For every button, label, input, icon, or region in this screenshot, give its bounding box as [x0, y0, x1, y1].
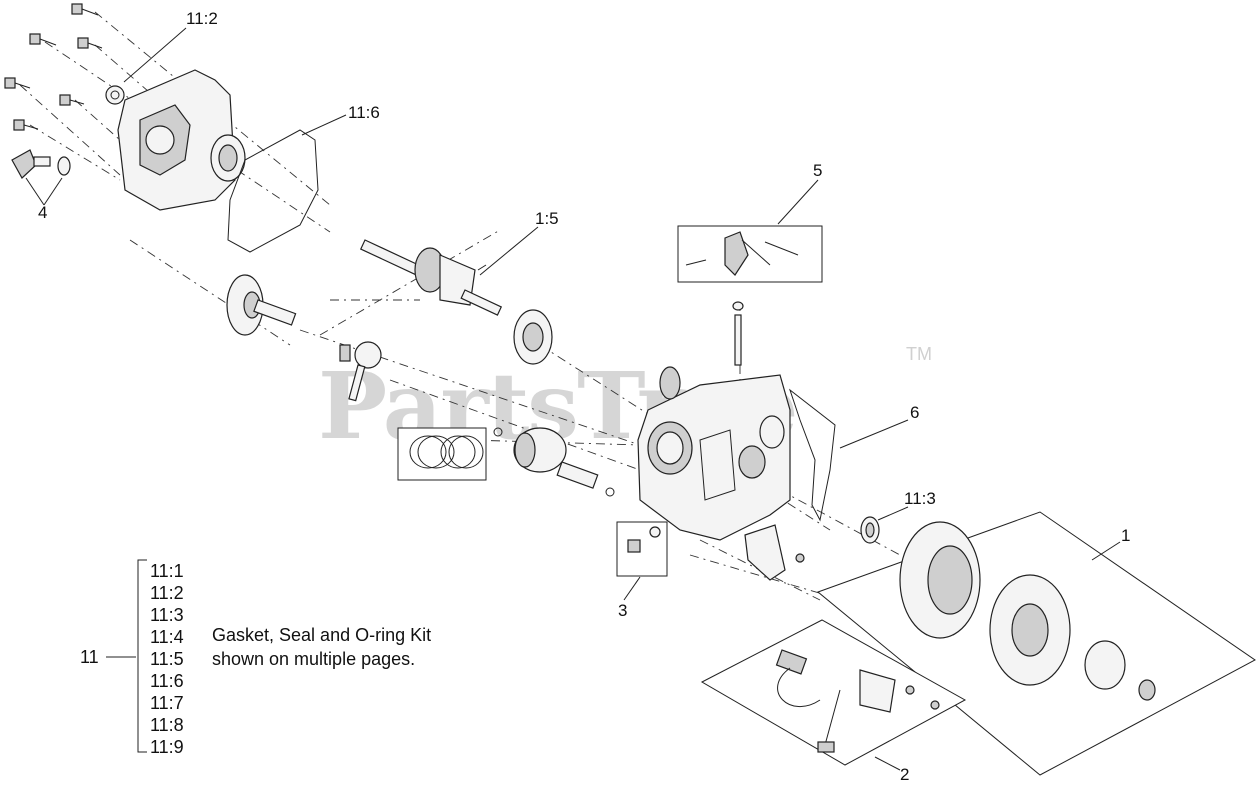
crankshaft-icon	[359, 239, 503, 316]
callout-1: 1	[1121, 526, 1130, 545]
kit-note-line-2: shown on multiple pages.	[212, 649, 415, 669]
flywheel-kit	[817, 511, 1256, 776]
callout-2: 2	[900, 765, 909, 784]
callout-5: 5	[813, 161, 822, 180]
oil-plug-icon	[11, 149, 71, 179]
cover-plate-icon	[744, 524, 805, 581]
bracket-kit	[616, 521, 668, 577]
bearing-icon	[210, 134, 246, 182]
watermark-trademark: TM	[906, 344, 932, 364]
kit-item: 11:5	[150, 649, 184, 669]
kit-group-number: 11	[80, 647, 99, 667]
kit-item: 11:9	[150, 737, 184, 757]
kit-item: 11:1	[150, 561, 184, 581]
side-gasket-icon	[789, 388, 836, 522]
kit-item: 11:6	[150, 671, 184, 691]
piston-rings-kit	[397, 427, 487, 481]
kit-item: 11:7	[150, 693, 184, 713]
piston-pin-icon	[493, 427, 615, 497]
kit-item: 11:2	[150, 583, 184, 603]
camshaft-gear-icon	[226, 274, 297, 336]
gasket-icon	[227, 129, 319, 253]
crankcase-cover-icon	[105, 69, 236, 211]
kit-item: 11:4	[150, 627, 184, 647]
callout-3: 3	[618, 601, 627, 620]
callout-11-2: 11:2	[186, 9, 218, 28]
callout-6: 6	[910, 403, 919, 422]
ignition-coil-kit	[700, 619, 967, 766]
kit-legend: 11 11:1 11:2 11:3 11:4 11:5 11:6 11:7 11…	[80, 559, 431, 757]
leader-lines	[25, 27, 1121, 771]
callout-4: 4	[38, 203, 47, 222]
bolt-group-icon	[4, 3, 103, 131]
callout-11-6: 11:6	[348, 103, 380, 122]
kit-item: 11:8	[150, 715, 184, 735]
piston-icon	[513, 427, 567, 473]
governor-parts-kit	[677, 225, 823, 366]
connecting-rod-icon	[339, 341, 382, 402]
kit-item: 11:3	[150, 605, 184, 625]
callout-11-3: 11:3	[904, 489, 936, 508]
callout-1-5: 1:5	[535, 209, 559, 228]
kit-note-line-1: Gasket, Seal and O-ring Kit	[212, 625, 431, 645]
crankcase-block-icon	[637, 366, 791, 541]
main-bearing-icon	[513, 309, 553, 365]
oil-seal-icon	[860, 516, 880, 544]
